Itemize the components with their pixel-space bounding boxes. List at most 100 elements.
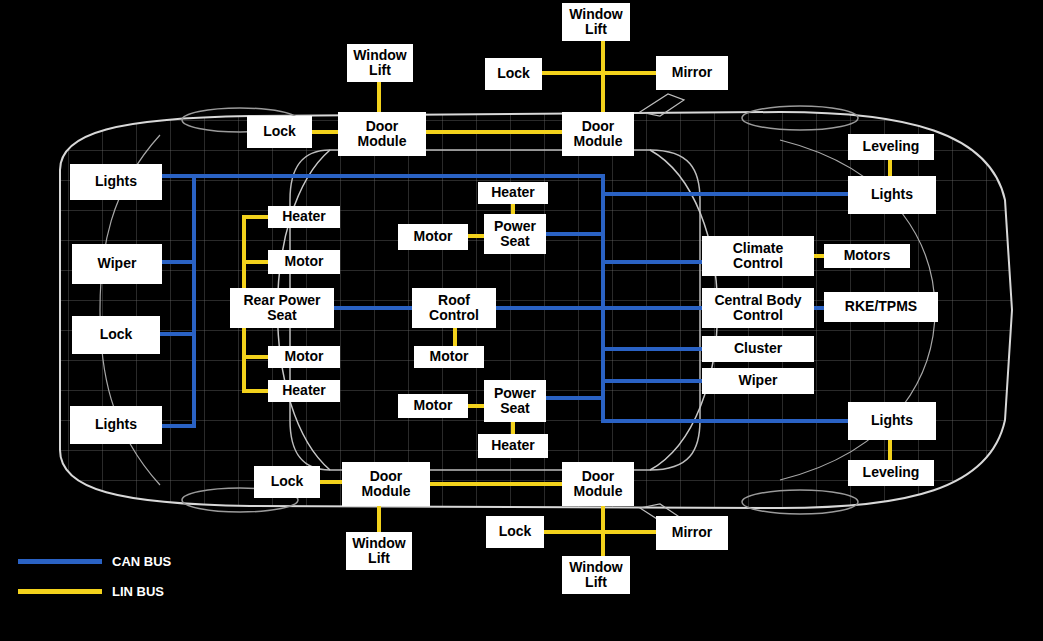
- module-box: Central Body Control: [702, 288, 814, 328]
- module-box: Lights: [70, 406, 162, 444]
- module-label: Window Lift: [567, 560, 625, 591]
- module-box: Motor: [268, 346, 340, 368]
- module-box: Lights: [848, 402, 936, 440]
- module-box: Lights: [848, 176, 936, 214]
- module-box: Wiper: [702, 368, 814, 394]
- can-bus-line: [603, 308, 702, 381]
- module-box: Window Lift: [346, 532, 412, 570]
- module-label: Lock: [100, 327, 133, 342]
- module-box: Motor: [268, 250, 340, 274]
- module-box: Heater: [268, 380, 340, 402]
- can-bus-line: [603, 308, 702, 349]
- module-box: Door Module: [342, 462, 430, 506]
- lin-bus-line: [377, 506, 381, 532]
- can-bus-line: [162, 176, 702, 426]
- module-box: Motor: [398, 394, 468, 418]
- module-box: Motor: [398, 224, 468, 250]
- module-label: Power Seat: [489, 219, 541, 250]
- lin-bus-line: [888, 440, 892, 460]
- lin-bus-line: [320, 480, 342, 484]
- lin-bus-line: [426, 130, 562, 134]
- lin-bus-line: [468, 404, 484, 408]
- module-box: Motors: [824, 244, 910, 268]
- module-label: Motor: [430, 349, 469, 364]
- module-label: Lights: [95, 417, 137, 432]
- can-bus-line: [546, 234, 702, 308]
- can-bus-line: [334, 306, 412, 310]
- module-label: Lock: [263, 124, 296, 139]
- module-label: Door Module: [343, 119, 421, 150]
- module-label: Heater: [491, 185, 535, 200]
- module-label: RKE/TPMS: [845, 299, 917, 314]
- module-label: Cluster: [734, 341, 782, 356]
- module-label: Window Lift: [352, 48, 408, 79]
- lin-bus-line: [468, 234, 484, 238]
- lin-bus-line: [814, 254, 824, 258]
- can-bus-line: [546, 308, 702, 398]
- legend-row: LIN BUS: [18, 584, 164, 599]
- module-label: Mirror: [672, 65, 712, 80]
- lin-bus-line: [453, 328, 457, 346]
- lin-bus-line: [542, 73, 603, 112]
- lin-bus-line: [603, 506, 656, 532]
- module-box: Rear Power Seat: [230, 288, 334, 328]
- legend-row: CAN BUS: [18, 554, 171, 569]
- module-box: Mirror: [656, 516, 728, 550]
- module-label: Window Lift: [567, 7, 625, 38]
- module-label: Motor: [414, 229, 453, 244]
- module-box: Window Lift: [562, 556, 630, 594]
- wheel: [742, 490, 858, 514]
- module-box: Heater: [478, 182, 548, 204]
- legend-text: LIN BUS: [112, 584, 164, 599]
- module-label: Motor: [285, 349, 324, 364]
- lin-bus-line: [544, 506, 603, 532]
- module-label: Leveling: [863, 465, 920, 480]
- module-box: Mirror: [656, 56, 728, 90]
- module-box: Roof Control: [412, 288, 496, 328]
- module-box: Heater: [268, 206, 340, 228]
- lin-bus-line: [244, 262, 268, 288]
- module-label: Heater: [282, 209, 326, 224]
- lin-bus-line: [511, 422, 515, 434]
- module-label: Motor: [414, 398, 453, 413]
- module-label: Wiper: [739, 373, 778, 388]
- module-label: Mirror: [672, 525, 712, 540]
- lin-bus-line: [430, 482, 562, 486]
- module-box: Door Module: [562, 112, 634, 156]
- module-box: Window Lift: [562, 3, 630, 41]
- module-box: Lock: [254, 466, 320, 498]
- module-box: Heater: [478, 434, 548, 458]
- module-label: Lock: [499, 524, 532, 539]
- module-box: Power Seat: [484, 214, 546, 254]
- lin-bus-line: [511, 204, 515, 214]
- module-label: Window Lift: [351, 536, 407, 567]
- module-box: Door Module: [338, 112, 426, 156]
- module-label: Climate Control: [707, 241, 809, 272]
- module-label: Central Body Control: [707, 293, 809, 324]
- module-box: Cluster: [702, 336, 814, 362]
- module-label: Door Module: [567, 119, 629, 150]
- module-box: Wiper: [72, 244, 162, 284]
- module-label: Leveling: [863, 139, 920, 154]
- module-label: Power Seat: [489, 386, 541, 417]
- side-mirror: [640, 94, 684, 116]
- module-label: Rear Power Seat: [235, 293, 329, 324]
- legend-swatch: [18, 559, 102, 564]
- module-box: Lock: [485, 58, 542, 90]
- lin-bus-line: [601, 506, 605, 556]
- module-label: Heater: [491, 438, 535, 453]
- lin-bus-line: [603, 73, 656, 112]
- module-label: Lights: [95, 174, 137, 189]
- module-label: Heater: [282, 383, 326, 398]
- module-box: Lock: [247, 116, 312, 148]
- module-label: Lock: [271, 474, 304, 489]
- module-label: Door Module: [347, 469, 425, 500]
- wheel: [742, 106, 858, 130]
- module-box: Power Seat: [484, 380, 546, 422]
- module-label: Motor: [285, 254, 324, 269]
- module-label: Lights: [871, 187, 913, 202]
- module-box: Lock: [486, 516, 544, 548]
- lin-bus-line: [244, 328, 268, 357]
- module-box: Door Module: [562, 462, 634, 506]
